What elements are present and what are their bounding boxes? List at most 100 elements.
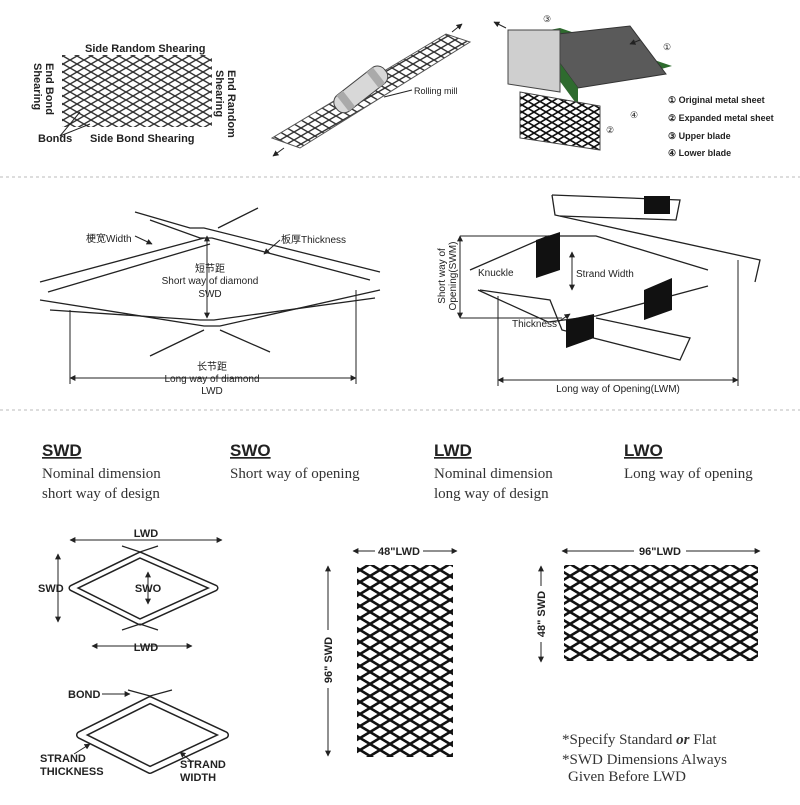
- opening-top-strand: [551, 194, 761, 283]
- def-lwd-line2: long way of design: [434, 486, 549, 502]
- knuckle-label: Knuckle: [478, 268, 514, 279]
- portrait-height-label: 96" SWD: [323, 637, 335, 683]
- cut-face-1: [536, 232, 560, 278]
- strand-top-left-inner: [149, 219, 371, 281]
- marker-2: ②: [606, 125, 614, 135]
- thickness-arrow: [557, 313, 571, 323]
- cut-face-4: [566, 314, 594, 348]
- cut-face-3: [644, 278, 672, 320]
- lwm-label: Long way of Opening(LWM): [556, 384, 680, 395]
- top-bond: [121, 545, 159, 553]
- shear-mesh: [62, 55, 212, 127]
- swo-label: SWO: [135, 583, 162, 595]
- legend-lower-blade: ④ Lower blade: [668, 148, 731, 158]
- diamond-detail-diagram: 梗宽Width 板厚Thickness 短节距 Short way of dia…: [39, 207, 381, 397]
- end-bond-shearing-label-1: End Bond: [43, 63, 55, 115]
- def-swd-line1: Nominal dimension: [42, 466, 161, 482]
- end-random-shearing-label-1: End Random: [225, 70, 237, 138]
- strand-top-right: [217, 207, 259, 229]
- marker-4: ④: [630, 110, 638, 120]
- landscape-sheet: 96"LWD 48" SWD: [533, 542, 761, 663]
- side-bond-shearing-label: Side Bond Shearing: [90, 133, 195, 145]
- upper-blade: [507, 29, 561, 93]
- def-lwd-line1: Nominal dimension: [434, 466, 553, 482]
- shearing-diagram: Side Random Shearing End Bond Shearing E…: [31, 43, 237, 145]
- rolling-mill-diagram: Rolling mill: [270, 23, 472, 157]
- thickness-pointer: [263, 239, 281, 255]
- side-random-shearing-label: Side Random Shearing: [85, 43, 205, 55]
- swd-label-3: SWD: [198, 289, 221, 300]
- lwd-label-1: 长节距: [197, 361, 227, 373]
- press-diagram: ③ ① ② ④ ① Original metal sheet ② Expande…: [493, 14, 774, 158]
- landscape-mesh: [564, 565, 758, 661]
- width-pointer: [134, 235, 153, 245]
- lwd-top-label: LWD: [134, 528, 158, 540]
- def-swd-line2: short way of design: [42, 486, 160, 502]
- cut-face-2: [644, 196, 670, 214]
- lwd-bottom-label: LWD: [134, 642, 158, 654]
- end-bond-shearing-label-2: Shearing: [31, 63, 43, 110]
- strand-diagram: BOND STRAND THICKNESS STRAND WIDTH: [40, 689, 229, 784]
- legend-original: ① Original metal sheet: [668, 95, 765, 105]
- def-swo-code: SWO: [230, 441, 271, 460]
- expanded-metal-sheet: [519, 91, 601, 151]
- strand-bottom-right: [219, 329, 271, 353]
- def-swo-line1: Short way of opening: [230, 466, 360, 482]
- rolling-in-arrow: [451, 23, 463, 33]
- thickness-label: 板厚Thickness: [281, 233, 346, 246]
- swd-label-left: SWD: [38, 583, 64, 595]
- strand-diamond-inner: [77, 697, 228, 773]
- note-2-line2: Given Before LWD: [568, 769, 686, 785]
- def-swd-code: SWD: [42, 441, 82, 460]
- landscape-width-label-bg: [634, 542, 686, 558]
- thickness-label-right: Thickness: [512, 319, 557, 330]
- bottom-bond: [121, 623, 159, 631]
- bonds-label: Bonds: [38, 133, 72, 145]
- diamond-strand-inner: [70, 553, 217, 624]
- def-lwd-code: LWD: [434, 441, 472, 460]
- rolling-out-arrow: [272, 147, 285, 157]
- landscape-height-label-bg: [533, 586, 549, 642]
- strand-width-label-1: STRAND: [180, 759, 226, 771]
- strand-left-top-inner: [47, 243, 211, 293]
- strand-bottom-left: [149, 329, 205, 357]
- strand-width-label-2: WIDTH: [180, 772, 216, 784]
- swm-label-1: Short way of: [437, 248, 448, 304]
- def-lwo-line1: Long way of opening: [624, 466, 753, 482]
- press-arrow-right: [629, 39, 641, 45]
- dimension-diamond-diagram: LWD SWD SWO LWD: [38, 528, 223, 654]
- opening-bottom-strand: [479, 289, 691, 361]
- portrait-height-label-bg: [320, 630, 336, 688]
- opening-detail-diagram: Short way of Opening(SWM) Knuckle Strand…: [437, 194, 761, 395]
- note-1: *Specify Standard or Flat: [562, 732, 717, 748]
- marker-3: ③: [543, 14, 551, 24]
- opening-upper-edge: [469, 235, 709, 271]
- press-arrow-left: [493, 21, 507, 29]
- landscape-height-label: 48" SWD: [536, 591, 548, 637]
- def-lwo-code: LWO: [624, 441, 663, 460]
- portrait-mesh: [357, 565, 453, 757]
- end-random-shearing-label-2: Shearing: [213, 70, 225, 117]
- strand-left-top: [39, 237, 205, 283]
- rolling-mill-pointer: [383, 89, 413, 98]
- opening-top-bar: [551, 194, 681, 221]
- strand-thickness-pointer: [73, 743, 91, 755]
- legend-expanded: ② Expanded metal sheet: [668, 113, 774, 123]
- marker-1: ①: [663, 42, 671, 52]
- bonds-pointer-2: [59, 123, 91, 137]
- landscape-width-label: 96"LWD: [639, 546, 681, 558]
- strand-width-pointer: [179, 751, 193, 763]
- swd-label-1: 短节距: [195, 262, 225, 275]
- rolling-mill-roller: [333, 65, 389, 114]
- portrait-sheet: 48"LWD 96" SWD: [320, 542, 458, 757]
- strand-thickness-label-2: THICKNESS: [40, 766, 104, 778]
- strand-bottom-inner: [49, 297, 376, 321]
- strand-bond-top: [127, 689, 173, 697]
- portrait-width-label: 48"LWD: [378, 546, 420, 558]
- portrait-width-label-bg: [375, 542, 423, 558]
- lwd-label-2: Long way of diamond: [164, 374, 259, 385]
- bonds-pointer: [59, 111, 81, 137]
- rolling-mill-label: Rolling mill: [414, 86, 458, 96]
- bond-label: BOND: [68, 689, 100, 701]
